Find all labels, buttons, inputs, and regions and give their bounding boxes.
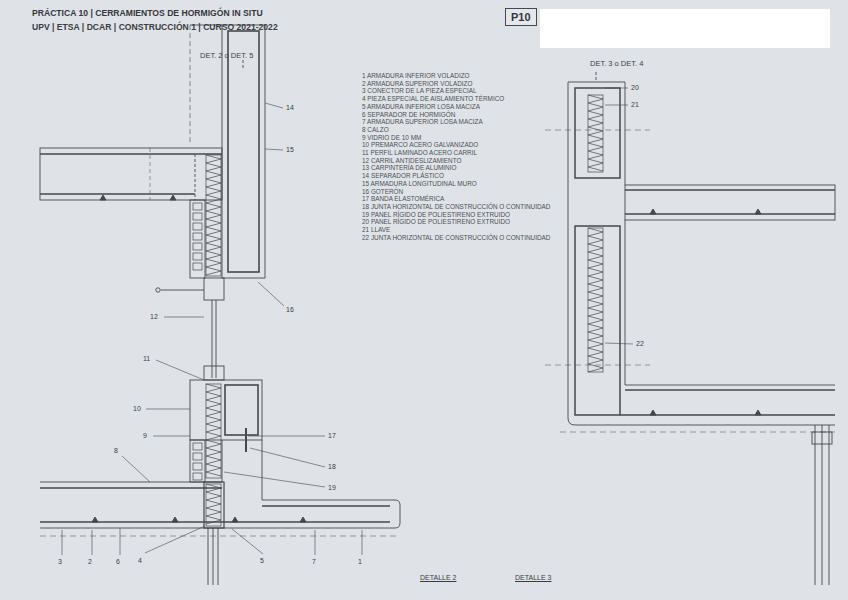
insulation-panel: [206, 484, 221, 526]
callout-number: 15: [286, 146, 294, 154]
block-cell: [193, 223, 202, 230]
right-detail: [545, 72, 835, 585]
legend-note: 17 BANDA ELASTOMÉRICA: [362, 195, 554, 203]
block-cell: [193, 233, 202, 240]
legend-note: 10 PREMARCO ACERO GALVANIZADO: [362, 141, 554, 149]
legend-notes: 1 ARMADURA INFERIOR VOLADIZO2 ARMADURA S…: [362, 72, 554, 241]
callout-number: 4: [138, 557, 142, 565]
sheet-number: P10: [511, 11, 531, 23]
block-cell: [193, 263, 202, 270]
legend-note: 15 ARMADURA LONGITUDINAL MURO: [362, 180, 554, 188]
detail-caption: DETALLE 2: [420, 574, 456, 582]
block-cell: [193, 473, 202, 480]
redaction: [540, 9, 830, 48]
insulation-hatch: [206, 155, 221, 275]
block-cell: [193, 443, 202, 450]
sheet-title: PRÁCTICA 10 | CERRAMIENTOS DE HORMIGÓN I…: [32, 9, 263, 18]
callout-number: 14: [286, 104, 294, 112]
legend-note: 14 SEPARADOR PLÁSTICO: [362, 172, 554, 180]
callout-number: 3: [58, 558, 62, 566]
block-cell: [193, 453, 202, 460]
legend-note: 2 ARMADURA SUPERIOR VOLADIZO: [362, 80, 554, 88]
callout-number: 22: [636, 340, 644, 348]
callout-number: 9: [143, 432, 147, 440]
insulation-hatch: [588, 95, 603, 171]
legend-note: 16 GOTERÓN: [362, 188, 554, 196]
legend-note: 7 ARMADURA SUPERIOR LOSA MACIZA: [362, 118, 554, 126]
callout-number: 5: [260, 557, 264, 565]
insulation-panel: [588, 228, 603, 372]
callout-number: 8: [114, 447, 118, 455]
detail-title: DET. 2 o DET. 5: [200, 52, 253, 60]
legend-note: 4 PIEZA ESPECIAL DE AISLAMIENTO TÉRMICO: [362, 95, 554, 103]
legend-note: 11 PERFIL LAMINADO ACERO CARRIL: [362, 149, 554, 157]
legend-note: 20 PANEL RÍGIDO DE POLIESTIRENO EXTRUIDO: [362, 218, 554, 226]
legend-note: 19 PANEL RÍGIDO DE POLIESTIRENO EXTRUIDO: [362, 211, 554, 219]
callout-number: 1: [358, 558, 362, 566]
legend-note: 6 SEPARADOR DE HORMIGÓN: [362, 111, 554, 119]
insulation-hatch: [588, 228, 603, 372]
legend-note: 1 ARMADURA INFERIOR VOLADIZO: [362, 72, 554, 80]
insulation-hatch: [206, 384, 221, 476]
subtitle: UPV | ETSA | DCAR | CONSTRUCCIÓN 1 | CUR…: [32, 23, 278, 32]
insulation: [193, 95, 603, 526]
left-detail: [40, 25, 400, 585]
callout-number: 21: [631, 101, 639, 109]
detail-title: DET. 3 o DET. 4: [590, 60, 643, 68]
block-cell: [193, 243, 202, 250]
legend-note: 9 VIDRIO DE 10 MM: [362, 134, 554, 142]
legend-note: 22 JUNTA HORIZONTAL DE CONSTRUCCIÓN O CO…: [362, 234, 554, 242]
block-cell: [193, 253, 202, 260]
sheet-number-box: P10: [505, 8, 537, 26]
block-cell: [193, 203, 202, 210]
detail-caption: DETALLE 3: [515, 574, 551, 582]
callout-number: 12: [150, 313, 158, 321]
insulation-panel: [206, 384, 221, 478]
legend-note: 13 CARPINTERÍA DE ALUMINIO: [362, 164, 554, 172]
legend-note: 8 CALZO: [362, 126, 554, 134]
insulation-panel: [588, 95, 603, 172]
insulation-hatch: [206, 484, 221, 524]
legend-note: 21 LLAVE: [362, 226, 554, 234]
legend-note: 18 JUNTA HORIZONTAL DE CONSTRUCCIÓN O CO…: [362, 203, 554, 211]
block-cell: [193, 213, 202, 220]
callout-number: 19: [328, 484, 336, 492]
callout-number: 16: [286, 306, 294, 314]
legend-note: 3 CONECTOR DE LA PIEZA ESPECIAL: [362, 87, 554, 95]
callout-number: 6: [116, 558, 120, 566]
callout-number: 7: [312, 558, 316, 566]
callout-number: 11: [143, 355, 150, 363]
callout-number: 18: [328, 463, 336, 471]
callout-number: 17: [328, 432, 336, 440]
callout-number: 10: [133, 405, 141, 413]
callout-number: 20: [631, 84, 639, 92]
insulation-panel: [206, 155, 221, 276]
legend-note: 5 ARMADURA INFERIOR LOSA MACIZA: [362, 103, 554, 111]
block-cell: [193, 463, 202, 470]
callout-number: 2: [88, 558, 92, 566]
legend-note: 12 CARRIL ANTIDESLIZAMIENTO: [362, 157, 554, 165]
